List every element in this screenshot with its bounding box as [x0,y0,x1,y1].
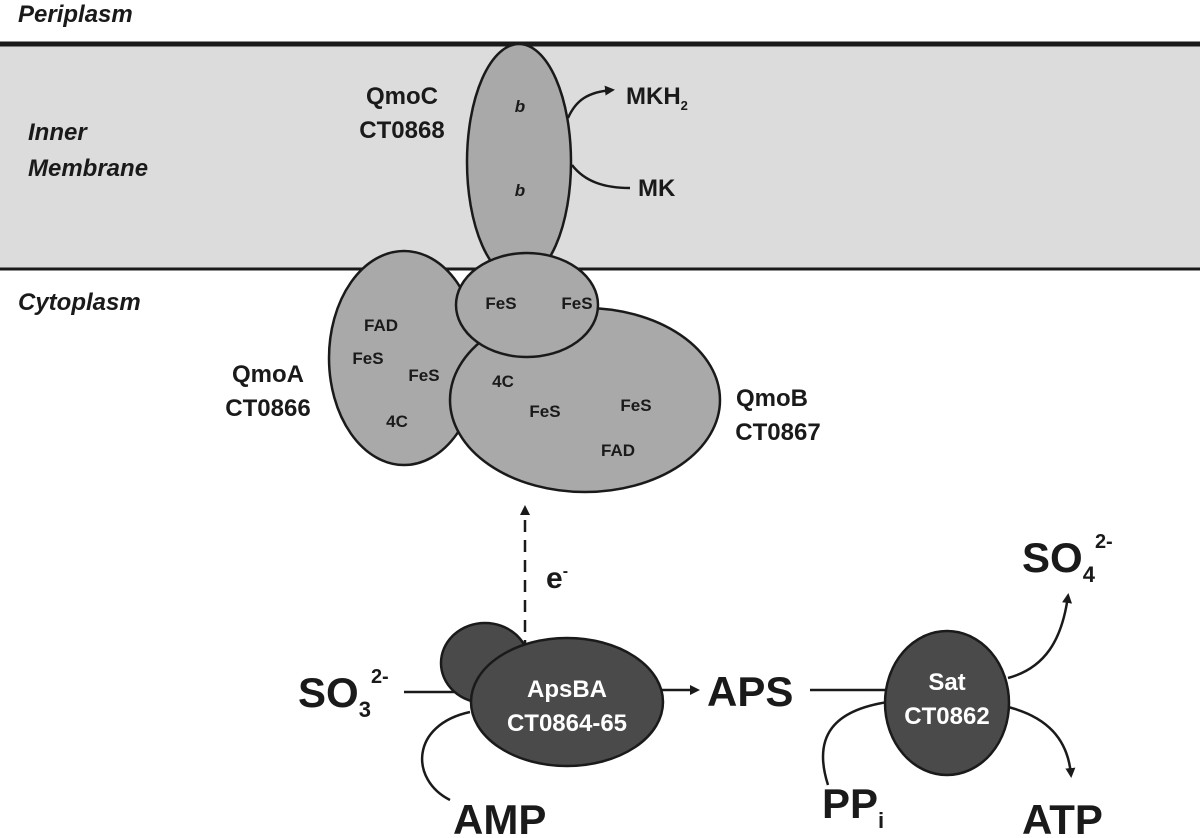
qmoa-fes-2: FeS [408,366,439,385]
ppi-input-line [821,700,889,786]
qmob-4c: 4C [492,372,514,391]
qmoa-4c: 4C [386,412,408,431]
qmoc-fes-right: FeS [561,294,592,313]
electron-label: e- [546,562,568,595]
sulfate-label: SO42- [1022,531,1113,587]
qmoa-fes-1: FeS [352,349,383,368]
atp-label: ATP [1022,796,1103,838]
qmob-locus: CT0867 [735,419,820,446]
amp-input-line [420,710,471,802]
heme-b-bottom: b [515,181,525,200]
sulfite-label: SO32- [298,666,389,722]
qmoc-fes-left: FeS [485,294,516,313]
atp-output-arrow [1003,704,1076,778]
mk-uptake-line [571,164,631,190]
heme-b-top: b [515,97,525,116]
qmob-fad: FAD [601,441,635,460]
periplasm-label: Periplasm [18,1,133,28]
qmob-name: QmoB [736,385,808,412]
sulfate-output-arrow [1007,593,1073,680]
qmoa-fad: FAD [364,316,398,335]
qmoc-locus: CT0868 [359,117,444,144]
sat-locus: CT0862 [904,703,989,730]
ppi-label: PPi [822,780,884,833]
qmoc-fes-domain [454,251,600,359]
apsba-name: ApsBA [527,676,607,703]
qmob-fes-1: FeS [529,402,560,421]
cytoplasm-label: Cytoplasm [18,289,141,316]
inner-membrane-label-line2: Membrane [28,155,148,182]
qmob-fes-2: FeS [620,396,651,415]
aps-label: APS [707,668,793,715]
qmoc-membrane-domain [465,42,573,282]
amp-label: AMP [453,796,546,838]
inner-membrane-band [0,44,1200,269]
qmoa-locus: CT0866 [225,395,310,422]
qmoa-name: QmoA [232,361,304,388]
mkh2-label: MKH2 [626,83,688,113]
mk-label: MK [638,175,676,202]
apsba-locus: CT0864-65 [507,710,627,737]
sat-name: Sat [928,669,965,696]
sat-enzyme [883,629,1011,777]
qmoc-name: QmoC [366,83,438,110]
inner-membrane-label-line1: Inner [28,119,88,146]
mkh2-release-arrow [566,85,615,119]
apsba-enzyme [469,636,665,768]
